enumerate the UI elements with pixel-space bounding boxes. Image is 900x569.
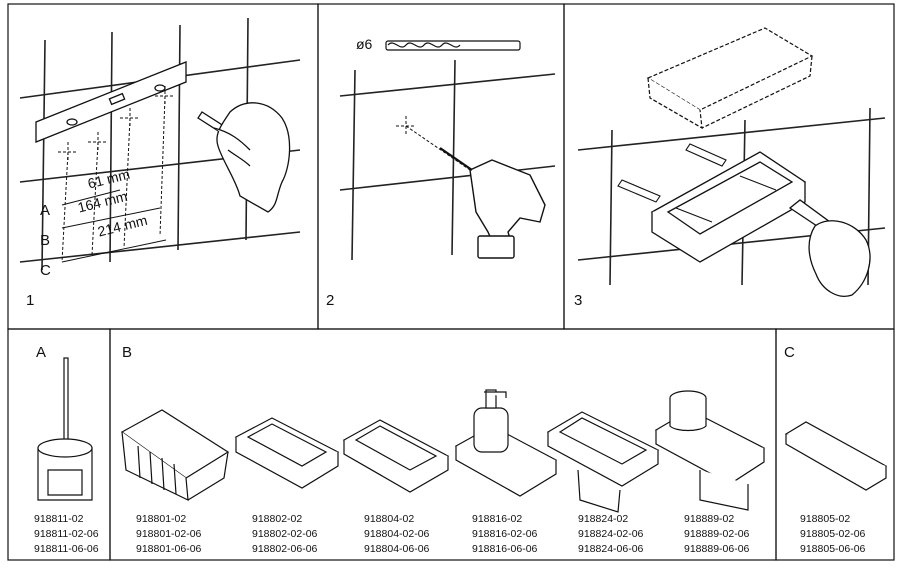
- measure-label-c: C: [40, 262, 51, 279]
- wall-holder-icon: [650, 151, 807, 263]
- product-codes-soap-dispenser: 918816-02 918816-02-06 918816-06-06: [472, 512, 537, 557]
- product-code: 918816-02-06: [472, 528, 538, 540]
- product-code: 918824-02: [578, 513, 629, 525]
- drill-diameter-label: ø6: [356, 36, 373, 52]
- product-code: 918816-02: [472, 513, 523, 525]
- group-letter-c: C: [784, 344, 795, 361]
- product-code: 918804-02: [364, 513, 415, 525]
- power-drill-icon: [439, 147, 546, 259]
- product-code: 918889-06-06: [684, 543, 750, 555]
- measure-label-a: A: [40, 202, 51, 219]
- product-code: 918824-06-06: [578, 543, 644, 555]
- product-code: 918805-06-06: [800, 543, 866, 555]
- product-code: 918805-02: [800, 513, 851, 525]
- product-code: 918816-06-06: [472, 543, 538, 555]
- panel-step-2-frame: [317, 3, 565, 330]
- dimension-lines: [61, 189, 167, 263]
- product-code: 918811-06-06: [34, 543, 99, 555]
- product-code: 918802-02-06: [252, 528, 318, 540]
- product-codes-shelf-holder: 918824-02 918824-02-06 918824-06-06: [578, 512, 643, 557]
- product-codes-toilet-brush: 918811-02 918811-02-06 918811-06-06: [34, 512, 99, 557]
- product-codes-tumbler-holder: 918889-02 918889-02-06 918889-06-06: [684, 512, 749, 557]
- hand-with-pencil: [197, 102, 291, 213]
- product-codes-shelf: 918805-02 918805-02-06 918805-06-06: [800, 512, 865, 557]
- product-code: 918811-02: [34, 513, 84, 525]
- product-toilet-brush-icon: [37, 357, 93, 501]
- product-code: 918889-02-06: [684, 528, 750, 540]
- product-code: 918889-02: [684, 513, 735, 525]
- screws-and-dowels: [617, 143, 777, 223]
- group-letter-b: B: [122, 344, 133, 361]
- product-tumbler-holder-icon: [654, 390, 766, 511]
- measure-label-b: B: [40, 232, 51, 249]
- product-tray-02-icon: [234, 417, 340, 489]
- step-number-1: 1: [26, 292, 35, 309]
- hand-with-screwdriver: [788, 199, 871, 297]
- product-code: 918824-02-06: [578, 528, 644, 540]
- drill-mark-cross: [396, 116, 471, 171]
- marking-crosses: [58, 86, 175, 263]
- product-code: 918804-06-06: [364, 543, 430, 555]
- product-code: 918802-02: [252, 513, 303, 525]
- product-codes-tray-04: 918804-02 918804-02-06 918804-06-06: [364, 512, 429, 557]
- drill-bit-icon: [385, 40, 521, 51]
- product-basket-icon: [120, 409, 230, 502]
- product-code: 918811-02-06: [34, 528, 99, 540]
- step-number-2: 2: [326, 292, 335, 309]
- product-code: 918801-06-06: [136, 543, 202, 555]
- spirit-level: [35, 61, 187, 143]
- step-number-3: 3: [574, 292, 583, 309]
- product-code: 918805-02-06: [800, 528, 866, 540]
- product-code: 918802-06-06: [252, 543, 318, 555]
- product-codes-tray-02: 918802-02 918802-02-06 918802-06-06: [252, 512, 317, 557]
- product-tray-04-icon: [342, 419, 450, 493]
- group-letter-a: A: [36, 344, 47, 361]
- product-code: 918804-02-06: [364, 528, 430, 540]
- panel-group-c-frame: [775, 328, 895, 561]
- product-shelf-icon: [784, 421, 888, 491]
- product-soap-dispenser-icon: [454, 389, 558, 497]
- product-shelf-holder-icon: [546, 411, 660, 513]
- product-code: 918801-02: [136, 513, 187, 525]
- step-2-illustration: [339, 59, 556, 261]
- product-codes-basket: 918801-02 918801-02-06 918801-06-06: [136, 512, 201, 557]
- product-code: 918801-02-06: [136, 528, 202, 540]
- glass-tray-icon: [646, 27, 814, 130]
